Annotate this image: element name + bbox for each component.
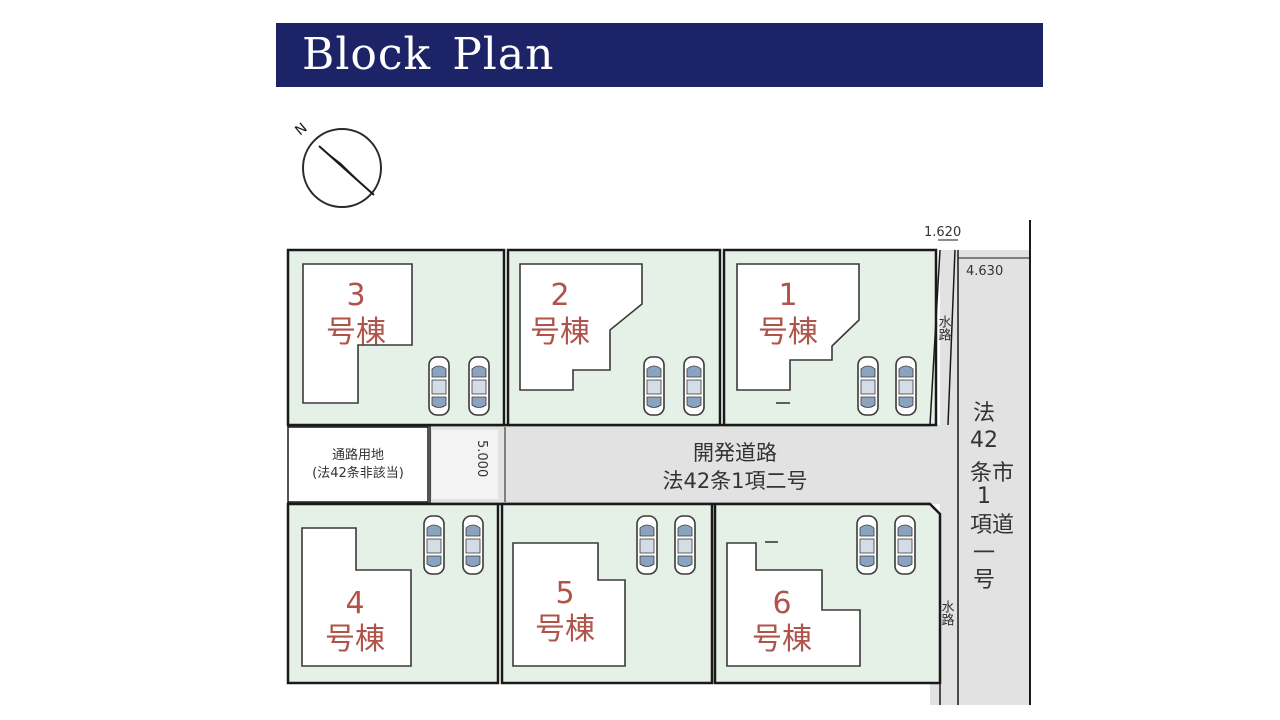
lot-5-label: 号棟 [535,612,595,647]
lot-3-number: 3 [346,278,365,313]
main-road-label-4: 1 [977,484,991,509]
lot-6-label: 号棟 [752,622,812,657]
main-road-width-dimension: 4.630 [966,264,1003,279]
north-compass-icon: N [292,120,382,208]
lot-2 [506,248,722,427]
main-road [930,220,1031,705]
lot-2-label: 号棟 [530,315,590,350]
passage-lot [287,425,498,504]
lot-4-label: 号棟 [325,622,385,657]
passage-lot-label: 通路用地 [332,447,384,463]
lot-1-label: 号棟 [758,315,818,350]
lot-3 [286,248,506,427]
north-label: N [292,120,310,139]
lot-5-number: 5 [555,576,574,611]
lot-4 [286,502,500,685]
development-road-code: 法42条1項二号 [662,469,807,493]
title-banner: Block Plan [276,23,1043,87]
main-road-label-2: 42 [970,428,998,453]
lot-6 [713,502,942,685]
main-road-label-5: 項道 [970,513,1014,538]
lot-1 [722,248,938,427]
road-width-dimension: 5.000 [474,440,489,477]
lot-1-number: 1 [778,278,797,313]
main-road-label-7: 号 [973,568,995,593]
waterway-bottom-label: 水路 [939,600,955,626]
waterway-top-label: 水路 [936,315,952,341]
page-title: Block Plan [302,29,555,80]
lot-6-number: 6 [772,586,791,621]
passage-lot-note: (法42条非該当) [312,465,404,481]
lot-4-number: 4 [345,586,364,621]
main-road-label-1: 法 [973,401,995,426]
lot-5 [500,502,714,685]
development-road-label: 開発道路 [693,441,777,465]
lot-2-number: 2 [550,278,569,313]
dimension-marks [504,239,1030,502]
main-road-label-6: 一 [973,541,995,566]
waterway-width-dimension: 1.620 [924,225,961,240]
main-road-label-3: 条市 [970,461,1014,486]
lot-3-label: 号棟 [326,315,386,350]
waterway-top [929,249,956,426]
